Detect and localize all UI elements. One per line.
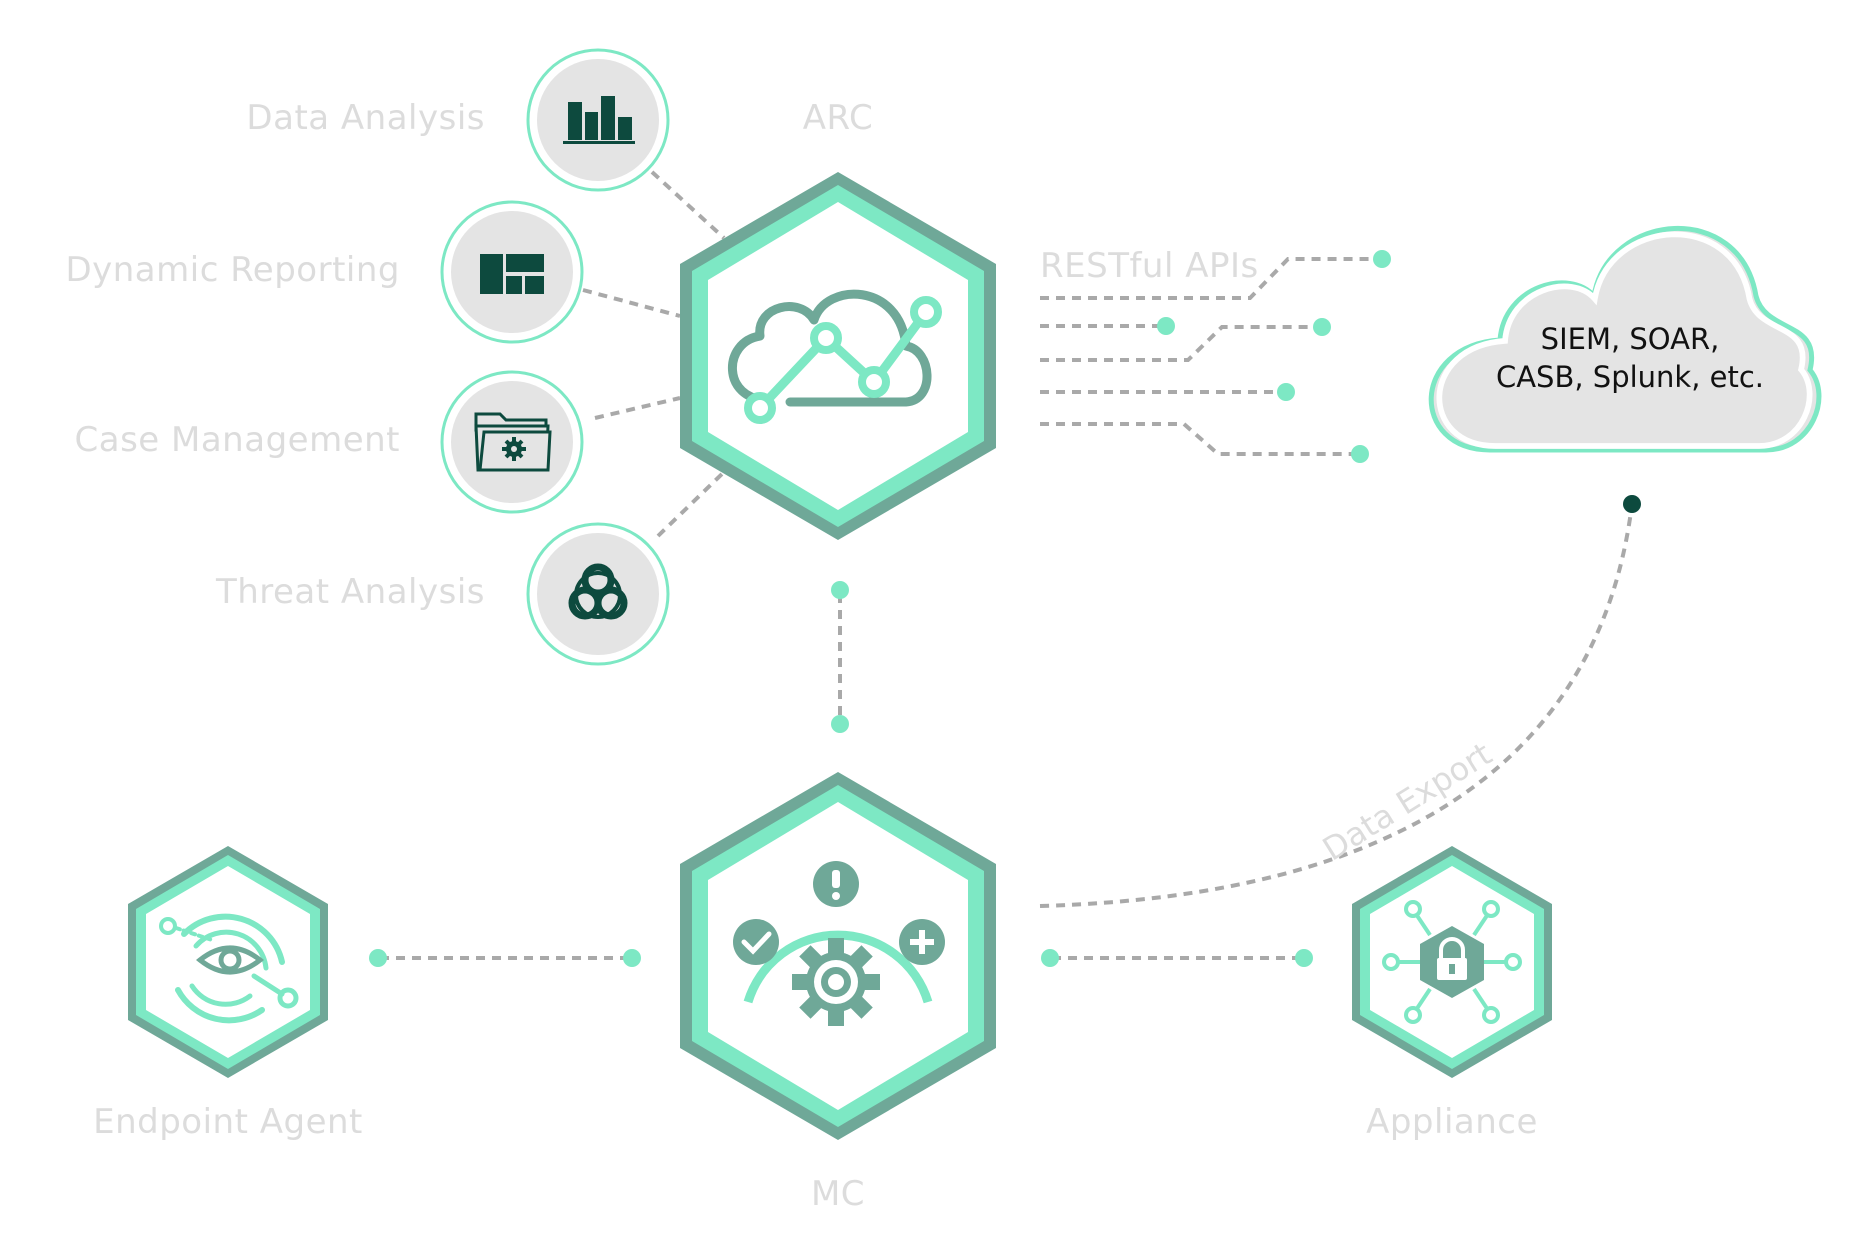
label-endpoint-agent: Endpoint Agent [93, 1102, 363, 1142]
spoke-data-analysis [650, 170, 726, 240]
dot-cloud-bottom [1623, 495, 1641, 513]
dot-arc-bottom [831, 581, 849, 599]
cloud-label-line-1: SIEM, SOAR, [1540, 322, 1720, 356]
connector-dots [369, 250, 1391, 967]
feature-dynamic-reporting-circle [440, 200, 584, 344]
dot-mc-top [831, 715, 849, 733]
dashboard-layout-icon [480, 254, 544, 294]
spoke-dynamic-reporting [582, 288, 681, 318]
endpoint-module [128, 846, 328, 1078]
label-case-management: Case Management [74, 420, 400, 460]
api-line-5 [1040, 422, 1360, 456]
gear-status-icon [733, 861, 945, 1026]
folder-gear-icon [474, 412, 552, 472]
feature-threat-analysis-circle [526, 522, 670, 666]
label-restful-apis: RESTful APIs [1040, 246, 1259, 286]
bar-chart-icon [563, 96, 635, 144]
label-appliance: Appliance [1366, 1102, 1538, 1142]
dot-mc-right [1041, 949, 1059, 967]
dot-api-5 [1351, 445, 1369, 463]
lock-network-icon [1382, 900, 1522, 1024]
cloud-icon [1428, 226, 1822, 453]
spoke-case-management [594, 396, 681, 420]
dot-api-1 [1373, 250, 1391, 268]
label-arc: ARC [802, 98, 874, 138]
dot-endpoint-right [369, 949, 387, 967]
appliance-module [1352, 846, 1552, 1078]
check-icon [733, 919, 779, 965]
eye-radar-icon [159, 913, 299, 1024]
dot-api-3 [1313, 318, 1331, 336]
dot-mc-left [623, 949, 641, 967]
label-threat-analysis: Threat Analysis [215, 572, 485, 612]
label-data-analysis: Data Analysis [246, 98, 485, 138]
label-dynamic-reporting: Dynamic Reporting [65, 250, 400, 290]
spoke-threat-analysis [656, 470, 726, 538]
label-mc: MC [810, 1174, 866, 1214]
api-line-3 [1040, 325, 1322, 362]
biohazard-icon [568, 563, 628, 620]
api-line-1 [1040, 257, 1382, 300]
data-export-line [1039, 503, 1634, 908]
dot-api-4 [1277, 383, 1295, 401]
mc-module [680, 772, 996, 1140]
feature-case-management-circle [440, 370, 584, 514]
arc-module [680, 172, 996, 540]
dot-api-2 [1157, 317, 1175, 335]
dot-appliance-left [1295, 949, 1313, 967]
cloud-chart-icon [728, 289, 942, 424]
cloud-label-line-2: CASB, Splunk, etc. [1495, 360, 1765, 394]
connector-lines [380, 170, 1634, 960]
feature-data-analysis-circle [526, 48, 670, 192]
